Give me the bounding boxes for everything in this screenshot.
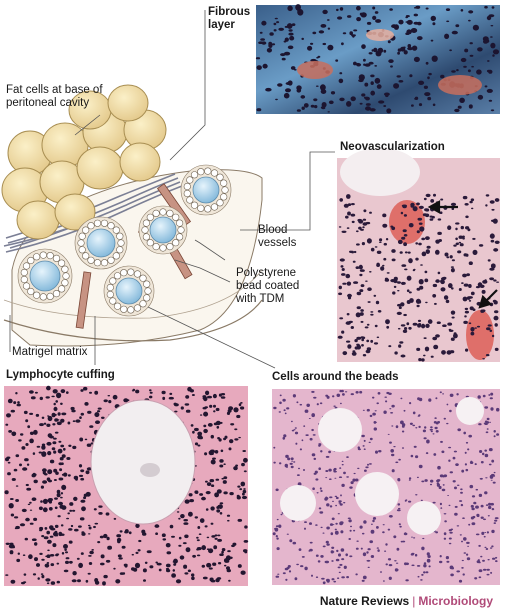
matrix-outer-curve: [3, 299, 263, 342]
label-blood-vessels-line2: vessels: [258, 237, 297, 249]
micrograph-fibrous-layer: [255, 4, 500, 114]
credit-separator: |: [412, 594, 416, 608]
label-fibrous-layer: Fibrous layer: [208, 6, 250, 32]
credit-publisher: Nature Reviews: [319, 594, 410, 608]
credit-journal: Microbiology: [418, 594, 493, 608]
credit-line: Nature Reviews|Microbiology: [320, 594, 493, 608]
label-matrigel-matrix: Matrigel matrix: [12, 346, 88, 358]
matrix-inner-curve: [3, 269, 263, 319]
leader-lines: [9, 10, 335, 369]
label-polystyrene-bead-line3: with TDM: [236, 293, 285, 305]
label-fat-cells-line2: peritoneal cavity: [6, 97, 90, 109]
label-fibrous-layer-line2: layer: [208, 19, 235, 31]
schematic-diagram: [1, 10, 335, 369]
label-fat-cells: Fat cells at base of peritoneal cavity: [6, 84, 103, 110]
arrow-marker: [427, 200, 458, 214]
micrograph-cells-around-beads: [272, 389, 500, 585]
arrow-marker: [478, 289, 498, 309]
label-blood-vessels-line1: Blood: [258, 224, 288, 236]
micrograph-lymphocyte-cuffing: [4, 385, 249, 586]
label-cells-around-beads: Cells around the beads: [272, 371, 399, 383]
label-polystyrene-bead-line2: bead coated: [236, 280, 300, 292]
label-lymphocyte-cuffing: Lymphocyte cuffing: [6, 369, 115, 381]
label-neovascularization: Neovascularization: [340, 141, 445, 153]
bead-cell-rings: [20, 167, 229, 314]
micrograph-neovascularization: [337, 148, 500, 362]
label-polystyrene-bead-line1: Polystyrene: [236, 267, 297, 279]
label-fibrous-layer-line1: Fibrous: [208, 6, 251, 18]
label-fat-cells-line1: Fat cells at base of: [6, 84, 103, 96]
label-polystyrene-bead: Polystyrene bead coated with TDM: [236, 267, 299, 306]
label-blood-vessels: Blood vessels: [258, 224, 296, 250]
